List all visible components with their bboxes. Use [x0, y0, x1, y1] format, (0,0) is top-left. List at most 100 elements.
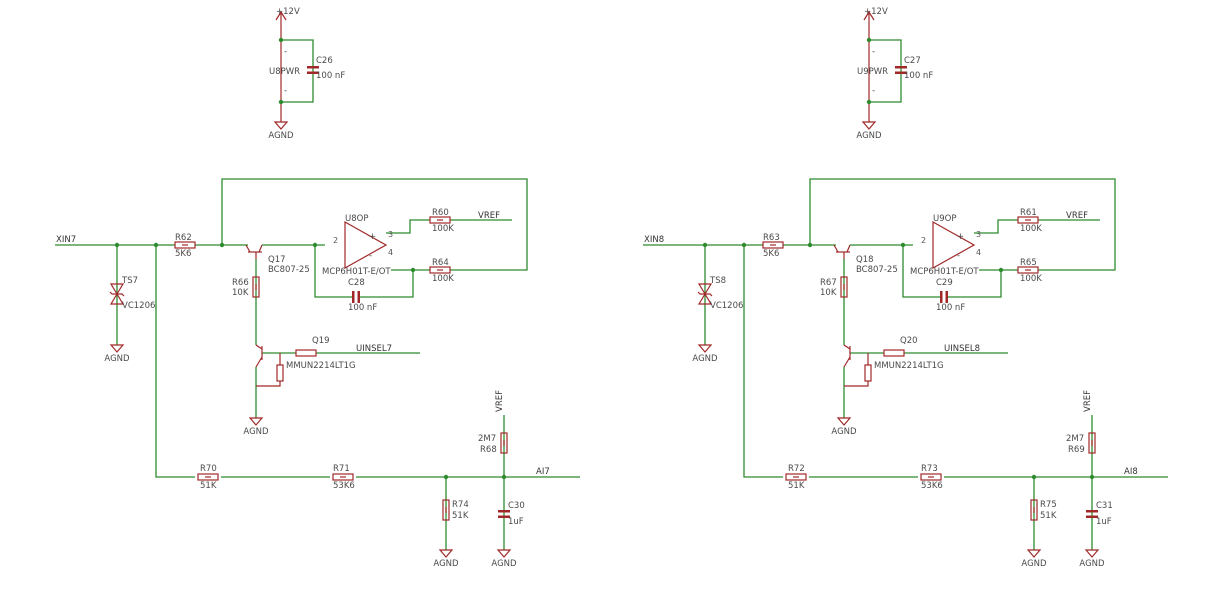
r64-value: 100K: [1020, 274, 1042, 284]
c30-value: 1uF: [508, 517, 524, 527]
r62-body: [762, 241, 784, 249]
c30-plate-top: [498, 510, 510, 513]
r71-body: [920, 473, 942, 481]
r74-value: 51K: [452, 511, 469, 521]
r70-name: R72: [788, 464, 805, 474]
opamp-pin-number: 3: [976, 230, 981, 239]
junction-dot: [807, 242, 813, 248]
r66-name: R66: [232, 278, 249, 288]
junction-dot: [702, 242, 708, 248]
q17-collector-leg: [846, 244, 851, 253]
r68-name: R69: [1068, 445, 1085, 455]
ai-net-label: AI7: [536, 467, 550, 477]
q17-name: Q18: [856, 255, 874, 265]
junction-dot: [219, 242, 225, 248]
uinsel-net-label: UINSEL8: [944, 344, 980, 354]
r64-name: R64: [432, 258, 449, 268]
q19-part: MMUN2214LT1G: [286, 361, 356, 371]
ground-label: AGND: [268, 131, 294, 141]
opamp-minus: -: [369, 251, 372, 261]
q19-name: Q20: [900, 336, 918, 346]
r60-body: [429, 216, 451, 224]
r70-value: 51K: [788, 481, 805, 491]
pin-dash: -: [872, 86, 875, 96]
junction-dot: [1031, 474, 1037, 480]
c28-plate-left: [940, 291, 943, 303]
tvs-diode-bar: [109, 291, 125, 297]
q17-emitter-leg: [833, 244, 839, 253]
c28-plate-left: [352, 291, 355, 303]
q19-bias-resistor: [864, 364, 872, 382]
divider-left-wire: [743, 245, 783, 478]
ground-symbol: [836, 417, 852, 426]
tvs-diode-body: [697, 283, 713, 305]
r71-body: [332, 473, 354, 481]
divider-left-wire: [155, 245, 195, 478]
ground-symbol: [109, 344, 125, 353]
cap-value: 100 nF: [316, 71, 345, 81]
q19-base-resistor: [883, 349, 905, 357]
vref-bottom-label: VREF: [1083, 390, 1093, 412]
r62-value: 5K6: [763, 249, 779, 259]
ground-symbol: [697, 344, 713, 353]
ts7-name: TS8: [709, 276, 726, 286]
r74-body: [442, 499, 450, 521]
c30-plate-bottom: [1086, 515, 1098, 518]
r64-name: R65: [1020, 258, 1037, 268]
c28-left-wire: [902, 245, 940, 298]
r60-body: [1017, 216, 1039, 224]
junction-dot: [278, 99, 284, 105]
junction-dot: [153, 242, 159, 248]
r62-name: R63: [763, 233, 780, 243]
junction-dot: [900, 242, 906, 248]
c30-name: C30: [508, 501, 525, 511]
ground-symbol: [248, 417, 264, 426]
r74-body: [1030, 499, 1038, 521]
feedback-wire: [809, 178, 1116, 271]
junction-dot: [278, 37, 284, 43]
tvs-diode-body: [109, 283, 125, 305]
c30-value: 1uF: [1096, 517, 1112, 527]
opamp-triangle: [932, 220, 976, 270]
pwr-wire: [281, 39, 314, 103]
ground-symbol: [438, 549, 454, 558]
ground-label: AGND: [856, 131, 882, 141]
ground-symbol: [1084, 549, 1100, 558]
r68-body: [1088, 432, 1096, 454]
pwr-wire: [869, 39, 902, 103]
vref-top-label: VREF: [478, 211, 500, 221]
junction-dot: [866, 99, 872, 105]
junction-dot: [998, 267, 1004, 273]
q17-part: BC807-25: [856, 265, 898, 275]
r64-body: [429, 266, 451, 274]
pin-dash: -: [284, 86, 287, 96]
opamp-plus: +: [957, 232, 964, 242]
uinsel-net-label: UINSEL7: [356, 344, 392, 354]
ground-symbol: [1026, 549, 1042, 558]
vref-bottom-label: VREF: [495, 390, 505, 412]
pwr-ic-name: U9PWR: [857, 67, 888, 77]
ts7-part: VC1206: [122, 301, 155, 311]
r70-value: 51K: [200, 481, 217, 491]
supply-label: +12V: [864, 7, 888, 17]
tvs-diode-bar: [697, 291, 713, 297]
ground-label: AGND: [831, 427, 857, 437]
r71-value: 53K6: [333, 481, 355, 491]
r70-name: R70: [200, 464, 217, 474]
r60-name: R60: [432, 208, 449, 218]
q17-collector-leg: [258, 244, 263, 253]
ground-label: AGND: [243, 427, 269, 437]
junction-dot: [443, 474, 449, 480]
r60-name: R61: [1020, 208, 1037, 218]
ground-symbol: [273, 121, 289, 130]
pin-dash: -: [284, 47, 287, 57]
c28-value: 100 nF: [936, 303, 965, 313]
opamp-pin-number: 4: [388, 248, 393, 257]
junction-dot: [741, 242, 747, 248]
junction-dot: [1089, 474, 1095, 480]
cap-name: C26: [316, 56, 333, 66]
r62-name: R62: [175, 233, 192, 243]
q19-part: MMUN2214LT1G: [874, 361, 944, 371]
opamp-minus: -: [957, 251, 960, 261]
